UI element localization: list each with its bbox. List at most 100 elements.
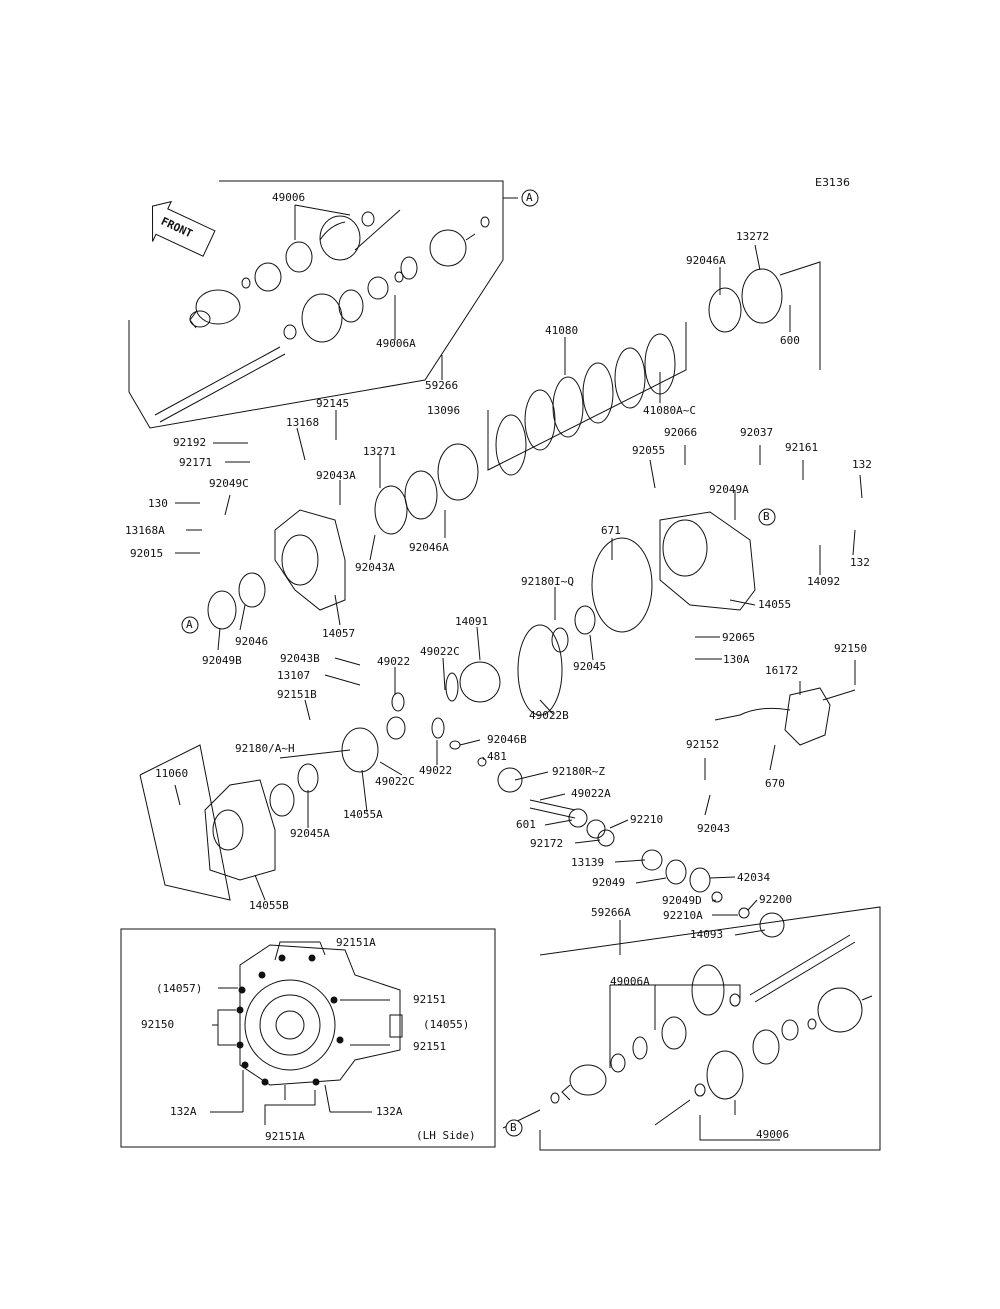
housing-14055 xyxy=(659,511,756,611)
part-label: 92210A xyxy=(663,909,703,922)
clutch-box xyxy=(487,322,687,471)
pinion-shaft-49022A xyxy=(529,799,615,847)
pinion-gears xyxy=(386,692,523,793)
part-label: 92037 xyxy=(740,426,774,439)
o-ring-671 xyxy=(591,537,653,633)
part-label: 49006 xyxy=(272,191,306,204)
inset-label: 132A xyxy=(170,1105,197,1118)
part-label: 92180/A~H xyxy=(235,742,295,755)
part-label: 41080 xyxy=(545,324,579,337)
part-label: 92045A xyxy=(290,827,330,840)
inset-leaders xyxy=(210,941,390,1125)
part-label: 49022 xyxy=(377,655,411,668)
inset-frame xyxy=(120,928,496,1148)
actuator-16172 xyxy=(714,687,856,746)
part-label: 16172 xyxy=(765,664,799,677)
part-label: 49022B xyxy=(529,709,569,722)
part-label: 92015 xyxy=(130,547,164,560)
part-label: 92192 xyxy=(173,436,207,449)
housing-14055B xyxy=(204,779,276,881)
part-label: 13139 xyxy=(571,856,605,869)
front-arrow-icon xyxy=(152,200,216,257)
inset-label: 92151A xyxy=(265,1130,305,1143)
part-label: 92049 xyxy=(592,876,626,889)
inset-label: 92151A xyxy=(336,936,376,949)
inset-bolt-markers xyxy=(236,954,344,1086)
part-label: 92161 xyxy=(785,441,819,454)
callout-b-right xyxy=(758,508,776,526)
part-label: 92046A xyxy=(686,254,726,267)
part-label: 92180I~Q xyxy=(521,575,574,588)
part-label: 92145 xyxy=(316,397,350,410)
cv-joint-outer-top xyxy=(189,289,241,329)
seal-92046 xyxy=(207,572,266,630)
inset-label: (14057) xyxy=(156,982,203,995)
part-label: 92046 xyxy=(235,635,269,648)
shaft-box-outline-bottom xyxy=(539,906,881,1151)
part-label: 92046A xyxy=(409,541,449,554)
part-label: 92152 xyxy=(686,738,720,751)
inset-caption: (LH Side) xyxy=(416,1129,476,1142)
part-label: 671 xyxy=(601,524,621,537)
part-label: 92043A xyxy=(316,469,356,482)
part-label: 92066 xyxy=(664,426,698,439)
part-label: 92049D xyxy=(662,894,702,907)
part-label: 670 xyxy=(765,777,785,790)
part-label: 49022C xyxy=(420,645,460,658)
part-label: 11060 xyxy=(155,767,189,780)
inset-label: (14055) xyxy=(423,1018,470,1031)
part-label: 13168 xyxy=(286,416,320,429)
axle-shaft-bottom xyxy=(654,934,856,1126)
part-label: 49022A xyxy=(571,787,611,800)
shaft-box-outline-top xyxy=(128,180,504,429)
part-label: 14057 xyxy=(322,627,356,640)
gasket-11060 xyxy=(139,744,231,901)
part-label: 14093 xyxy=(690,928,724,941)
part-label: 49006A xyxy=(610,975,650,988)
circlip-rings-top xyxy=(241,211,490,340)
part-label: 13168A xyxy=(125,524,165,537)
cv-boot-lower-top xyxy=(301,293,343,343)
inner-cv-joint-bottom xyxy=(817,987,873,1033)
part-label: 132 xyxy=(850,556,870,569)
part-label: 92049B xyxy=(202,654,242,667)
part-label: 92049A xyxy=(709,483,749,496)
part-label: 14055B xyxy=(249,899,289,912)
part-label: 42034 xyxy=(737,871,771,884)
part-label: 59266A xyxy=(591,906,631,919)
part-label: 92055 xyxy=(632,444,666,457)
part-label: 92043 xyxy=(697,822,731,835)
part-label: 13271 xyxy=(363,445,397,458)
callout-a-left-letter: A xyxy=(186,618,193,631)
part-label: 49022C xyxy=(375,775,415,788)
part-label: 13096 xyxy=(427,404,461,417)
part-label: 601 xyxy=(516,818,536,831)
part-label: 92043A xyxy=(355,561,395,574)
part-label: 41080A~C xyxy=(643,404,696,417)
callout-a-top-letter: A xyxy=(526,191,533,204)
part-label: 92150 xyxy=(834,642,868,655)
part-label: 13107 xyxy=(277,669,311,682)
callout-b-right-letter: B xyxy=(763,510,770,523)
washer-13271 xyxy=(374,470,438,535)
part-label: 92172 xyxy=(530,837,564,850)
thrust-washer-13272 xyxy=(708,261,821,370)
part-label: 14091 xyxy=(455,615,489,628)
part-label: 481 xyxy=(487,750,507,763)
part-label: 49022 xyxy=(419,764,453,777)
part-label: 92171 xyxy=(179,456,213,469)
callout-a-left xyxy=(181,616,199,634)
part-label: 92049C xyxy=(209,477,249,490)
callout-a-top xyxy=(521,189,539,207)
part-label: 59266 xyxy=(425,379,459,392)
part-label: 14092 xyxy=(807,575,841,588)
part-label: 92200 xyxy=(759,893,793,906)
spider-gear-bottom xyxy=(781,1019,799,1041)
inner-cv-joint-top xyxy=(429,229,476,267)
part-label: 92151B xyxy=(277,688,317,701)
part-label: 92046B xyxy=(487,733,527,746)
axle-shaft-top xyxy=(154,209,401,423)
ring-gear-49022B xyxy=(517,605,596,716)
differential-case-14091 xyxy=(445,661,501,703)
part-label: 14055A xyxy=(343,808,383,821)
